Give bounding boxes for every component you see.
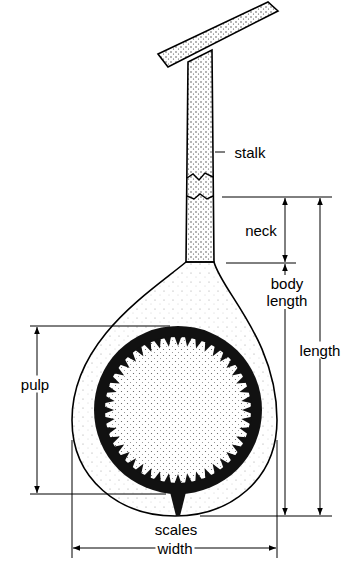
dimension-label: body length bbox=[259, 275, 315, 309]
flower-spike bbox=[220, 352, 229, 362]
dimension-label: neck bbox=[245, 222, 277, 239]
flower-spike bbox=[104, 417, 114, 424]
flower-spike bbox=[232, 445, 242, 453]
flower-spike bbox=[120, 452, 130, 461]
flower-spike bbox=[114, 445, 124, 453]
dimension-lines bbox=[30, 152, 332, 558]
flower-spike bbox=[144, 341, 151, 352]
flower-spike bbox=[104, 396, 114, 403]
flower-spike bbox=[154, 471, 161, 482]
flower-spike bbox=[195, 338, 202, 349]
flower-spike bbox=[109, 376, 120, 383]
flower-spike bbox=[154, 338, 161, 349]
part-label: scales bbox=[155, 521, 198, 538]
flower-spike bbox=[135, 346, 143, 356]
stalk-body bbox=[186, 50, 214, 262]
flower-spike bbox=[114, 367, 124, 375]
flower-spike bbox=[104, 406, 114, 413]
flower-spike bbox=[127, 352, 136, 362]
flower-spike bbox=[144, 468, 151, 479]
flower-spike bbox=[174, 474, 181, 484]
dimension-label: width bbox=[155, 540, 194, 557]
flower-spike bbox=[226, 359, 236, 368]
flower-spike bbox=[226, 452, 236, 461]
flower-spike bbox=[120, 359, 130, 368]
flower-spike bbox=[127, 458, 136, 468]
flower-spike bbox=[106, 386, 117, 393]
flower-spike bbox=[106, 427, 117, 434]
flower-spike bbox=[236, 376, 247, 383]
flower-spike bbox=[242, 406, 252, 413]
flower-spike bbox=[205, 468, 212, 479]
flower-spike bbox=[239, 427, 250, 434]
flower-spike bbox=[174, 336, 181, 346]
flower-spike bbox=[164, 473, 171, 483]
flower-spike bbox=[213, 346, 221, 356]
flower-spike bbox=[213, 464, 221, 474]
flower-spike bbox=[220, 458, 229, 468]
flower-spike bbox=[205, 341, 212, 352]
flower-spike bbox=[185, 473, 192, 483]
flower-layer bbox=[94, 326, 262, 494]
flower-spike bbox=[232, 367, 242, 375]
flower-spike bbox=[185, 336, 192, 346]
flower-spike bbox=[164, 336, 171, 346]
dimension-label: length bbox=[298, 342, 343, 359]
pulp-cavity bbox=[105, 337, 251, 483]
flower-spike bbox=[109, 437, 120, 444]
fruit-body bbox=[72, 262, 277, 516]
scales-mark bbox=[170, 492, 186, 516]
flower-spike bbox=[236, 437, 247, 444]
flower-spike bbox=[241, 417, 251, 424]
part-label: stalk bbox=[235, 144, 266, 161]
flower-spike bbox=[241, 396, 251, 403]
flower-spike bbox=[135, 464, 143, 474]
dimension-label: pulp bbox=[19, 376, 51, 393]
twig bbox=[158, 2, 278, 67]
flower-spike bbox=[239, 386, 250, 393]
flower-spike bbox=[195, 471, 202, 482]
